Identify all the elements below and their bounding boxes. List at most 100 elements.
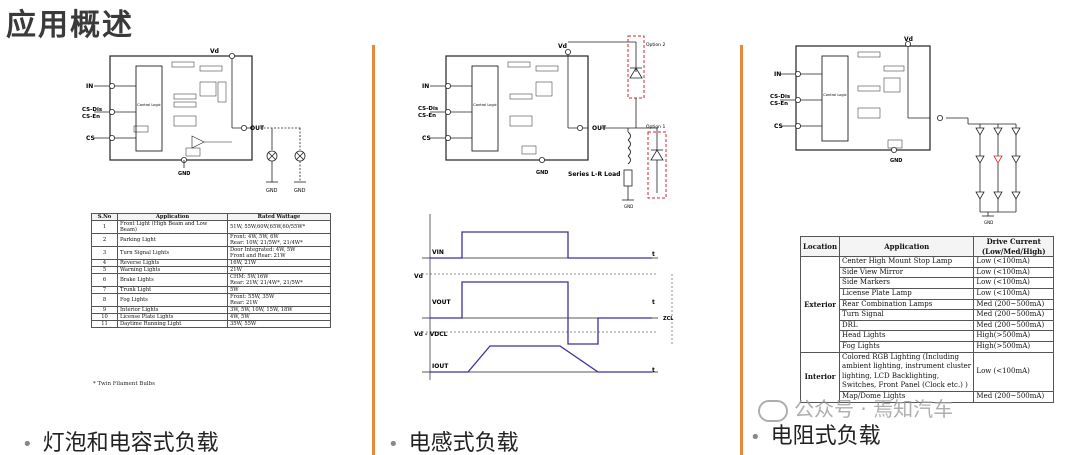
svg-text:GND: GND: [178, 171, 190, 177]
table-cell: Daytime Running Light: [117, 320, 228, 328]
svg-text:CS-Dis: CS-Dis: [770, 94, 791, 100]
svg-text:IN: IN: [86, 83, 93, 90]
table-cell: Med (200~500mA): [973, 298, 1054, 311]
caption-inductive: •电感式负载: [388, 431, 519, 455]
caption-bulb-capacitive: •灯泡和电容式负载: [22, 431, 219, 455]
table-cell: Low (<100mA): [973, 351, 1054, 392]
table-cell: Front: 4W, 5W, 6W Rear: 10W, 21/5W*, 21/…: [227, 233, 331, 247]
svg-text:Vd: Vd: [414, 273, 423, 280]
svg-text:VIN: VIN: [432, 249, 444, 256]
led-array: [975, 124, 1021, 217]
table-cell: 8: [91, 293, 118, 307]
table-cell: Parking Light: [117, 233, 228, 247]
table-cell: Turn Signal Lights: [117, 246, 228, 260]
table-cell: 7: [91, 286, 118, 294]
table-cell: 5W: [227, 286, 331, 294]
table-cell: Reverse Lights: [117, 259, 228, 267]
table-cell: 6: [91, 273, 118, 287]
bullet-icon: •: [22, 434, 33, 455]
table-cell: Front: 55W, 35W Rear: 21W: [227, 293, 331, 307]
table-header-cell: S.No: [91, 213, 118, 221]
svg-text:OUT: OUT: [250, 125, 265, 132]
circuit-diagram-bulb: Control Logic IN CS-Dis CS-En CS Vd OUT …: [82, 48, 306, 194]
svg-text:ZCL: ZCL: [663, 316, 674, 322]
table-cell: 4W, 5W: [227, 313, 331, 321]
table-cell: 35W, 55W: [227, 320, 331, 328]
table-cell: 5: [91, 266, 118, 274]
table-cell: 9: [91, 306, 118, 314]
svg-text:Vd: Vd: [904, 36, 913, 43]
svg-text:GND: GND: [984, 220, 993, 225]
svg-text:GND: GND: [294, 188, 306, 194]
table-cell: CHM: 5W,16W Rear: 21W, 21/4W*, 21/5W*: [227, 273, 331, 287]
svg-text:OUT: OUT: [592, 125, 607, 132]
table-cell: Side View Mirror: [839, 266, 975, 279]
svg-text:CS-Dis: CS-Dis: [82, 107, 103, 113]
table-cell: Med (200~500mA): [973, 390, 1054, 403]
bullet-icon: •: [388, 434, 399, 455]
watermark: 公众号 · 焉知汽车: [758, 393, 953, 422]
svg-text:t: t: [652, 367, 655, 374]
svg-text:VOUT: VOUT: [432, 299, 452, 306]
option-1-box: [647, 131, 667, 199]
divider-left: [372, 45, 375, 455]
svg-text:CS-En: CS-En: [82, 114, 100, 120]
svg-text:Series L-R Load: Series L-R Load: [568, 171, 620, 178]
svg-text:CS-En: CS-En: [418, 113, 436, 119]
waveform-diagram: VIN Vd VOUT Vd - VDCL IOUT t t t ZCL: [414, 214, 674, 380]
table-cell: Med (200~500mA): [973, 319, 1054, 332]
table-cell: High(>500mA): [973, 330, 1054, 342]
wechat-icon: [758, 399, 788, 422]
table-cell: Brake Lights: [117, 273, 228, 287]
table-cell: Med (200~500mA): [973, 309, 1054, 321]
divider-right: [740, 45, 743, 455]
table-footnote: * Twin Filament Bulbs: [93, 381, 155, 387]
table-cell: Map/Dome Lights: [839, 390, 975, 403]
svg-text:t: t: [652, 299, 655, 306]
svg-text:CS: CS: [422, 135, 431, 142]
table-cell: Warning Lights: [117, 266, 228, 274]
table-cell: Fog Lights: [839, 340, 975, 353]
svg-text:Control Logic: Control Logic: [137, 103, 161, 107]
svg-text:GND: GND: [890, 158, 902, 164]
table-cell: Side Markers: [839, 277, 975, 289]
svg-text:Vd: Vd: [210, 48, 219, 55]
svg-text:IOUT: IOUT: [432, 363, 449, 370]
table-cell: Colored RGB Lighting (Including ambient …: [839, 351, 975, 392]
table-cell: 2: [91, 233, 118, 247]
svg-text:Vd - VDCL: Vd - VDCL: [414, 331, 448, 338]
table-header-cell: Application: [117, 213, 228, 221]
svg-text:GND: GND: [536, 170, 548, 176]
svg-text:IN: IN: [774, 71, 781, 78]
table-cell: 3: [91, 246, 118, 260]
svg-text:t: t: [652, 251, 655, 258]
table-cell: High(>500mA): [973, 340, 1054, 353]
table-cell: DRL: [839, 319, 975, 332]
table-header-cell: Location: [799, 235, 841, 258]
table-cell: 21W: [227, 266, 331, 274]
table-cell: 4: [91, 259, 118, 267]
table-cell: 11: [91, 320, 118, 328]
table-cell: Interior Lights: [117, 306, 228, 314]
svg-text:Control Logic: Control Logic: [823, 93, 847, 97]
svg-text:GND: GND: [266, 188, 278, 194]
caption-resistive: •电阻式负载: [750, 424, 881, 449]
